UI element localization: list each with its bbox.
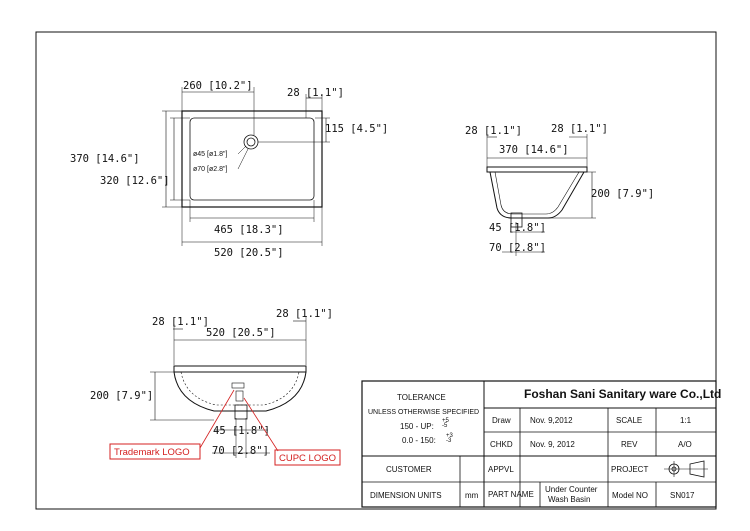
top-height-inner: 320 [12.6"]	[100, 175, 170, 187]
front-bowl	[173, 371, 307, 412]
drain-dia-1: ø45 [ø1.8"]	[193, 151, 227, 158]
side-width: 370 [14.6"]	[499, 144, 569, 156]
trademark-logo-callout	[109, 443, 201, 460]
tol-line2: 0.0 - 150:	[402, 436, 436, 445]
tolerance-title: TOLERANCE	[397, 393, 446, 402]
front-edge-left: 28 [1.1"]	[152, 316, 209, 328]
trademark-leader	[199, 389, 235, 449]
model-no-label: Model NO	[612, 491, 648, 500]
top-view: 260 [10.2"] 28 [1.1"] 115 [4.5"] 370 [14…	[70, 80, 388, 259]
front-edge-right: 28 [1.1"]	[276, 308, 333, 320]
front-drain-small: 45 [1.8"]	[213, 425, 270, 437]
front-drain	[234, 404, 248, 420]
top-edge-right: 28 [1.1"]	[287, 87, 344, 99]
front-width: 520 [20.5"]	[206, 327, 276, 339]
model-no-value: SN017	[670, 491, 695, 500]
cupc-logo-label: CUPC LOGO	[279, 453, 336, 464]
side-drain-large: 70 [2.8"]	[489, 242, 546, 254]
top-drain-offset: 115 [4.5"]	[325, 123, 388, 135]
project-label: PROJECT	[611, 465, 648, 474]
side-height: 200 [7.9"]	[591, 188, 654, 200]
side-bowl	[489, 171, 585, 219]
company-name: Foshan Sani Sanitary ware Co.,Ltd	[524, 387, 721, 401]
tolerance-note: UNLESS OTHERWISE SPECIFIED	[368, 409, 479, 416]
rev-value: A/O	[678, 440, 692, 449]
projection-symbol-icon	[664, 460, 708, 478]
side-edge-left: 28 [1.1"]	[465, 125, 522, 137]
top-width-inner: 260 [10.2"]	[183, 80, 253, 92]
title-block: TOLERANCE UNLESS OTHERWISE SPECIFIED 150…	[361, 380, 721, 508]
side-rim	[486, 166, 588, 173]
dim-units-value: mm	[465, 491, 479, 500]
basin-outline	[181, 110, 323, 208]
side-drain-small: 45 [1.8"]	[489, 222, 546, 234]
part-name-line2: Wash Basin	[548, 495, 590, 504]
draw-label: Draw	[492, 416, 511, 425]
drawing-border	[35, 31, 717, 510]
front-view: 28 [1.1"] 28 [1.1"] 520 [20.5"] 200 [7.9…	[90, 308, 341, 466]
side-drain	[510, 212, 523, 228]
tol-line1: 150 - UP:	[400, 422, 434, 431]
part-name-line1: Under Counter	[545, 485, 598, 494]
trademark-logo-mark	[231, 382, 245, 389]
side-view: 28 [1.1"] 28 [1.1"] 370 [14.6"] 200 [7.9…	[465, 123, 654, 256]
customer-label: CUSTOMER	[386, 465, 432, 474]
top-width-bowl: 465 [18.3"]	[214, 224, 284, 236]
top-height-outer: 370 [14.6"]	[70, 153, 140, 165]
drain-dia-2: ø70 [ø2.8"]	[193, 166, 227, 173]
trademark-logo-label: Trademark LOGO	[114, 447, 190, 458]
chkd-label: CHKD	[490, 440, 513, 449]
basin-inner-outline	[189, 117, 315, 201]
drain-outer-circle	[243, 134, 259, 150]
side-edge-right: 28 [1.1"]	[551, 123, 608, 135]
chkd-date: Nov. 9, 2012	[530, 440, 575, 449]
appvl-label: APPVL	[488, 465, 514, 474]
rev-label: REV	[621, 440, 638, 449]
drain-inner-circle	[246, 137, 256, 147]
front-height: 200 [7.9"]	[90, 390, 153, 402]
tol-line2-value: +3 -3	[446, 433, 453, 444]
cupc-logo-mark	[235, 390, 244, 402]
cupc-logo-callout	[274, 449, 341, 466]
front-drain-large: 70 [2.8"]	[212, 445, 269, 457]
top-width-total: 520 [20.5"]	[214, 247, 284, 259]
scale-value: 1:1	[680, 416, 692, 425]
scale-label: SCALE	[616, 416, 642, 425]
part-name-label: PART NAME	[488, 490, 534, 499]
dim-units-label: DIMENSION UNITS	[370, 491, 442, 500]
cupc-leader	[243, 397, 279, 452]
tol-line1-value: +5 -5	[442, 418, 449, 429]
front-rim	[173, 365, 307, 373]
draw-date: Nov. 9,2012	[530, 416, 573, 425]
